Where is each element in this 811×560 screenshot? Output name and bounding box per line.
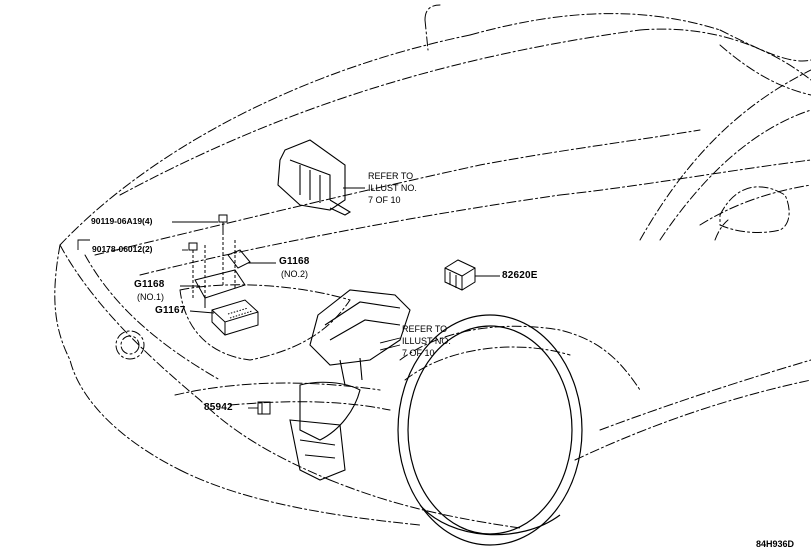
nut-label: 90178-06012(2) xyxy=(92,245,153,254)
middle-reference-line-1: REFER TO xyxy=(402,324,448,334)
middle-reference-line-2: ILLUST NO. xyxy=(402,336,451,346)
upper-module xyxy=(277,139,352,216)
catalog-code: 84H936D xyxy=(756,539,795,549)
sensor-block xyxy=(444,259,476,291)
bolt-part-number: 90119-06A19 xyxy=(91,216,143,226)
car-body-outline xyxy=(54,4,811,529)
front-wheel xyxy=(397,314,583,546)
bracket-assembly xyxy=(188,214,259,336)
bolt-label: 90119-06A19(4) xyxy=(91,217,152,226)
bolt-quantity: (4) xyxy=(142,216,153,226)
upper-reference-line-1: REFER TO xyxy=(368,171,414,181)
middle-reference-line-3: 7 OF 10 xyxy=(402,348,435,358)
nut-part-number: 90178-06012 xyxy=(92,244,143,254)
bracket-no2-label: G1168 xyxy=(279,256,310,267)
middle-module xyxy=(289,289,411,481)
nut-quantity: (2) xyxy=(142,244,153,254)
upper-reference-line-2: ILLUST NO. xyxy=(368,183,417,193)
middle-reference-note: REFER TO ILLUST NO. 7 OF 10 xyxy=(402,323,451,359)
bracket-no1-note: (NO.1) xyxy=(137,292,164,302)
upper-reference-line-3: 7 OF 10 xyxy=(368,195,401,205)
connector-part xyxy=(257,401,271,415)
bracket-no1-label: G1168 xyxy=(134,279,165,290)
leader-lines xyxy=(77,187,500,409)
upper-reference-note: REFER TO ILLUST NO. 7 OF 10 xyxy=(368,170,417,206)
bracket-no2-note: (NO.2) xyxy=(281,269,308,279)
connector-label: 85942 xyxy=(204,402,233,413)
sensor-block-label: 82620E xyxy=(502,270,538,281)
ecu-label: G1167 xyxy=(155,305,186,316)
